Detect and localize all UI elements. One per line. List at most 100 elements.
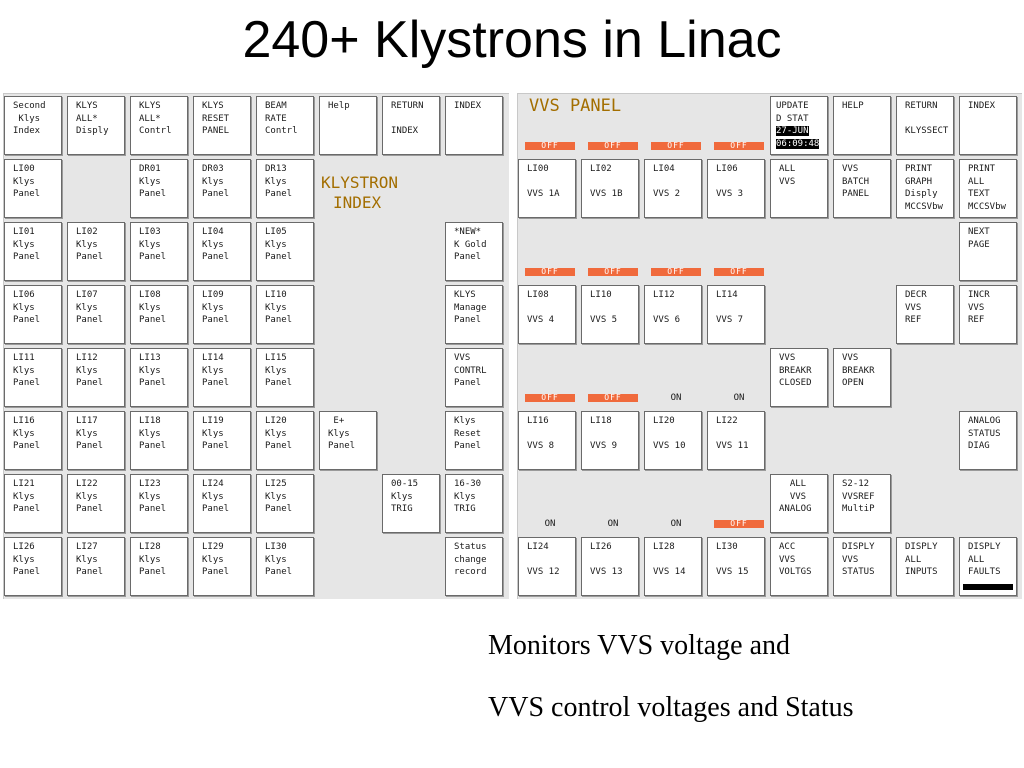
button-label-line: Panel [139,567,167,577]
button-label-line: OPEN [842,378,864,388]
button-label-line: Panel [139,441,167,451]
button-help[interactable]: Help [319,96,377,155]
vvs-status-indicator: ON [607,519,619,529]
button-index[interactable]: INDEX [445,96,503,155]
button-label-line: Contrl [265,126,298,136]
button-label-line: HELP [842,101,864,111]
button-label-line: ALL [779,479,807,489]
button-index[interactable]: INDEX [959,96,1017,155]
button-help[interactable]: HELP [833,96,891,155]
button-label-line: Klys [265,428,287,439]
button-label-line [716,554,764,567]
button-label-line: VVS 15 [716,567,749,577]
button-label-line: ANALOG [968,416,1001,426]
vvs-status-indicator: OFF [714,520,764,528]
button-label-line: Panel [202,252,230,262]
button-label-line: TEXT [968,189,990,199]
